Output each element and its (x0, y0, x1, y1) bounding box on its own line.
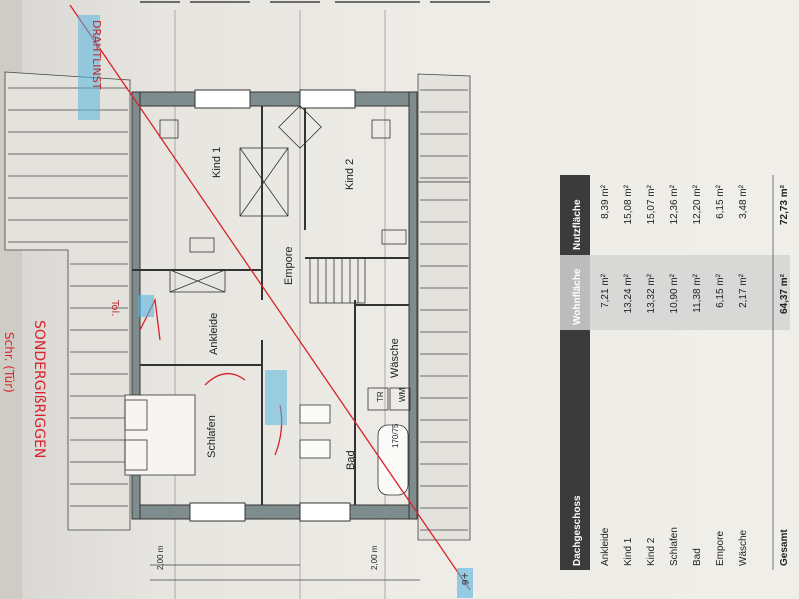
highlight-bottom (457, 568, 473, 598)
table-header-wohnflaeche: Wohnfläche (572, 268, 583, 325)
table-cell-room: Bad (692, 548, 703, 566)
table-cell-nutz: 15,08 m² (623, 184, 634, 224)
room-label-ankleide: Ankleide (208, 313, 220, 355)
bath-fixtures (299, 387, 411, 496)
dimension-label-1: 2,00 m (156, 545, 165, 570)
table-cell-wohn: 7,21 m² (600, 273, 611, 308)
handwritten-bottom-note: +6 (459, 572, 469, 586)
roof-hatch-left (4, 71, 131, 531)
roof-hatch-right (417, 73, 471, 541)
stairs (309, 257, 366, 304)
table-band (560, 255, 790, 330)
table-total-wohn: 64,37 m² (779, 273, 790, 314)
windows (189, 89, 356, 522)
table-header-nutzflaeche: Nutzfläche (572, 199, 583, 250)
handwritten-top-note: DRAHTLINST (90, 20, 103, 90)
table-cell-wohn: 2,17 m² (738, 273, 749, 308)
table-cell-nutz: 3,48 m² (738, 184, 749, 219)
table-cell-nutz: 12,36 m² (669, 184, 680, 224)
handwritten-small-note: Tol. (109, 299, 120, 316)
highlight-top-note (78, 15, 100, 120)
table-cell-room: Schlafen (669, 527, 680, 566)
room-label-kind1: Kind 1 (211, 147, 223, 178)
table-cell-room: Ankleide (600, 527, 611, 566)
table-cell-nutz: 12,20 m² (692, 184, 703, 224)
furniture (159, 105, 407, 253)
bed (124, 394, 196, 476)
wardrobes (169, 147, 289, 293)
room-label-waesche: Wäsche (389, 338, 401, 378)
room-label-schlafen: Schlafen (206, 415, 218, 458)
room-label-kind2: Kind 2 (344, 159, 356, 190)
table-total-nutz: 72,73 m² (779, 184, 790, 225)
label-tr: TR (376, 391, 385, 402)
handwritten-tub-size: 170/75 (391, 423, 400, 448)
table-cell-nutz: 15,07 m² (646, 184, 657, 224)
handwritten-schrank: Schr. (Tür) (2, 332, 16, 393)
area-table: Dachgeschoss Wohnfläche Nutzfläche Ankle… (560, 175, 790, 570)
dimension-marks (150, 564, 420, 581)
table-cell-wohn: 13,24 m² (623, 273, 634, 313)
table-cell-room: Wäsche (738, 529, 749, 566)
room-label-empore: Empore (283, 246, 295, 285)
table-cell-nutz: 8,39 m² (600, 184, 611, 219)
table-cell-wohn: 6,15 m² (715, 273, 726, 308)
inner-walls (132, 106, 409, 505)
highlight-schrank (265, 370, 287, 425)
table-header-dachgeschoss: Dachgeschoss (572, 495, 583, 566)
table-cell-room: Empore (715, 531, 726, 566)
table-total-room: Gesamt (779, 529, 790, 566)
handwritten-sonder: SONDERGIßRIGGEN (31, 320, 47, 458)
table-cell-room: Kind 1 (623, 537, 634, 566)
table-cell-wohn: 10,90 m² (669, 273, 680, 313)
label-wm: WM (398, 387, 407, 402)
room-label-bad: Bad (345, 450, 357, 470)
table-cell-room: Kind 2 (646, 537, 657, 566)
table-cell-nutz: 6,15 m² (715, 184, 726, 219)
dimension-label-2: 2,00 m (370, 545, 379, 570)
table-cell-wohn: 13,32 m² (646, 273, 657, 313)
table-cell-wohn: 11,38 m² (692, 273, 703, 312)
highlight-mark (138, 295, 154, 317)
